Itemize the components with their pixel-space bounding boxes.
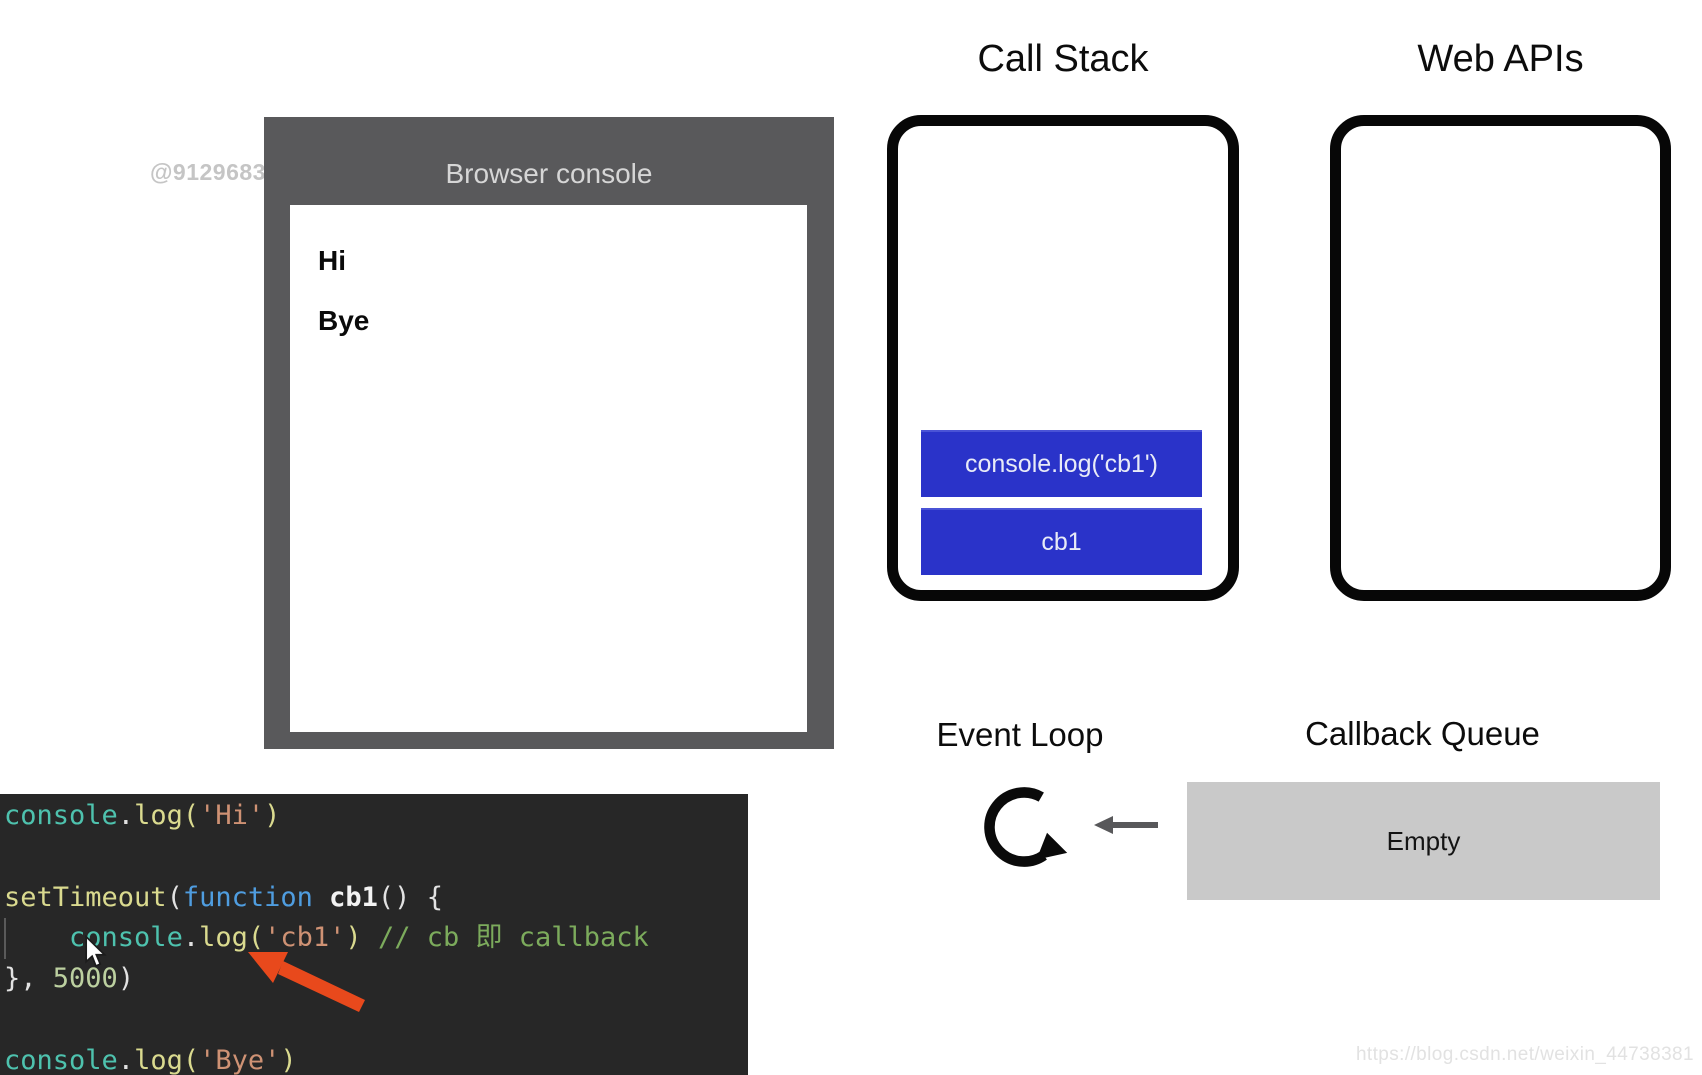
mouse-pointer-icon — [85, 935, 107, 968]
red-annotation-arrow-icon — [248, 952, 365, 1012]
code-line: }, 5000) — [4, 963, 135, 995]
stack-frame: console.log('cb1') — [921, 430, 1202, 497]
web-apis-title: Web APIs — [1417, 38, 1584, 80]
code-line: console.log('cb1') // cb 即 callback — [69, 922, 649, 954]
code-line: console.log('Hi') — [4, 800, 281, 831]
callback-queue-status: Empty — [1386, 825, 1461, 856]
console-log-line: Hi — [318, 245, 346, 276]
browser-console-title: Browser console — [445, 158, 653, 189]
indent-guide — [4, 918, 6, 959]
stack-frame: cb1 — [921, 508, 1202, 575]
clockwise-loop-arrow-icon — [984, 787, 1068, 867]
event-loop-title: Event Loop — [936, 716, 1104, 753]
console-log-line: Bye — [318, 305, 370, 336]
watermark-user-id: @9129683 — [150, 159, 266, 185]
watermark-blog-url: https://blog.csdn.net/weixin_44738381 — [1355, 1044, 1694, 1065]
call-stack-title: Call Stack — [977, 38, 1149, 80]
callback-queue-box: Empty — [1187, 782, 1660, 900]
code-editor-panel: console.log('Hi') setTimeout(function cb1… — [0, 794, 748, 1075]
callback-queue-title: Callback Queue — [1305, 715, 1540, 752]
code-line: setTimeout(function cb1() { — [4, 881, 443, 913]
left-arrow-icon — [1094, 816, 1158, 834]
code-line — [4, 837, 748, 878]
code-lines: console.log('Hi') setTimeout(function cb1… — [0, 794, 748, 1075]
code-line: console.log('Bye') — [4, 1044, 297, 1075]
call-stack-frames: console.log('cb1') cb1 — [921, 430, 1202, 575]
web-apis-box — [1330, 115, 1671, 601]
code-line — [4, 1000, 748, 1041]
